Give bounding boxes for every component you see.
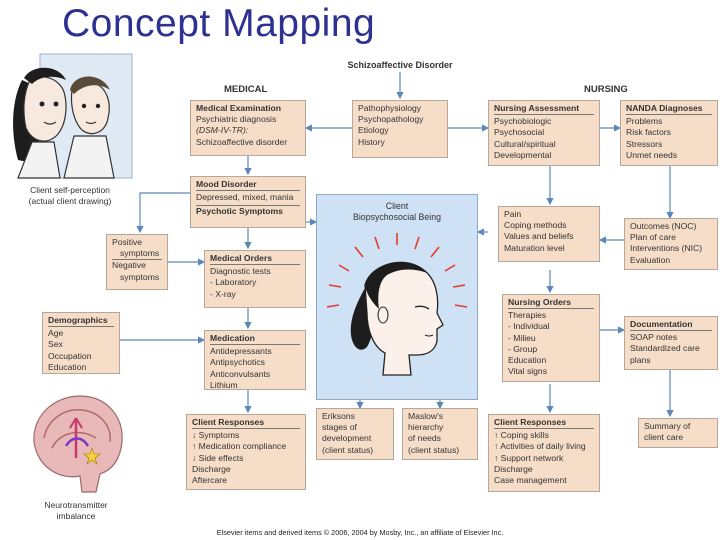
client-factors-box: Pain Coping methods Values and beliefs M… — [498, 206, 600, 262]
medical-orders-box: Medical Orders Diagnostic tests - Labora… — [204, 250, 306, 308]
neurotransmitter-caption: Neurotransmitter imbalance — [44, 500, 108, 521]
nanda-diagnoses-box: NANDA Diagnoses Problems Risk factors St… — [620, 100, 718, 166]
demographics-box: Demographics Age Sex Occupation Educatio… — [42, 312, 120, 374]
slide-title: Concept Mapping — [62, 2, 376, 45]
box-title: Medication — [210, 333, 300, 346]
nursing-orders-box: Nursing Orders Therapies - Individual - … — [502, 294, 600, 382]
client-drawing-image — [13, 53, 133, 179]
eriksons-box: Eriksons stages of development (client s… — [316, 408, 394, 460]
outcomes-box: Outcomes (NOC) Plan of care Intervention… — [624, 218, 718, 270]
box-title: Demographics — [48, 315, 114, 328]
box-title: Mood Disorder — [196, 179, 300, 192]
center-label-line2: Biopsychosocial Being — [352, 212, 442, 222]
box-title: Medical Examination — [196, 103, 282, 113]
brain-image — [33, 395, 123, 493]
box-title: Nursing Orders — [508, 297, 594, 310]
nursing-assessment-box: Nursing Assessment Psychobiologic Psycho… — [488, 100, 600, 166]
box-title: Client Responses — [192, 417, 300, 430]
maslows-box: Maslow's hierarchy of needs (client stat… — [402, 408, 478, 460]
box-title: Client Responses — [494, 417, 594, 430]
copyright-credit: Elsevier items and derived items © 2006,… — [216, 528, 504, 537]
box-title: Medical Orders — [210, 253, 300, 266]
symptoms-box: Positive symptoms Negative symptoms — [106, 234, 168, 290]
box-title: Documentation — [630, 319, 712, 332]
client-responses-nursing-box: Client Responses ↑ Coping skills ↑ Activ… — [488, 414, 600, 492]
documentation-box: Documentation SOAP notes Standardized ca… — [624, 316, 718, 370]
medical-heading: MEDICAL — [224, 84, 268, 95]
pathophysiology-box: Pathophysiology Psychopathology Etiology… — [352, 100, 448, 158]
nursing-heading: NURSING — [584, 84, 628, 95]
client-responses-medical-box: Client Responses ↓ Symptoms ↑ Medication… — [186, 414, 306, 490]
medication-box: Medication Antidepressants Antipsychotic… — [204, 330, 306, 390]
mood-disorder-box: Mood Disorder Depressed, mixed, mania Ps… — [190, 176, 306, 228]
center-label-line1: Client — [385, 201, 409, 211]
client-biopsychosocial-panel: Client Biopsychosocial Being — [316, 194, 478, 400]
summary-box: Summary of client care — [638, 418, 718, 448]
head-profile-image — [326, 233, 468, 376]
medical-examination-box: Medical Examination Psychiatric diagnosi… — [190, 100, 306, 156]
box-title: NANDA Diagnoses — [626, 103, 712, 116]
self-perception-caption: Client self-perception (actual client dr… — [28, 185, 112, 206]
box-title: Nursing Assessment — [494, 103, 594, 116]
diagram-title: Schizoaffective Disorder — [347, 60, 453, 70]
